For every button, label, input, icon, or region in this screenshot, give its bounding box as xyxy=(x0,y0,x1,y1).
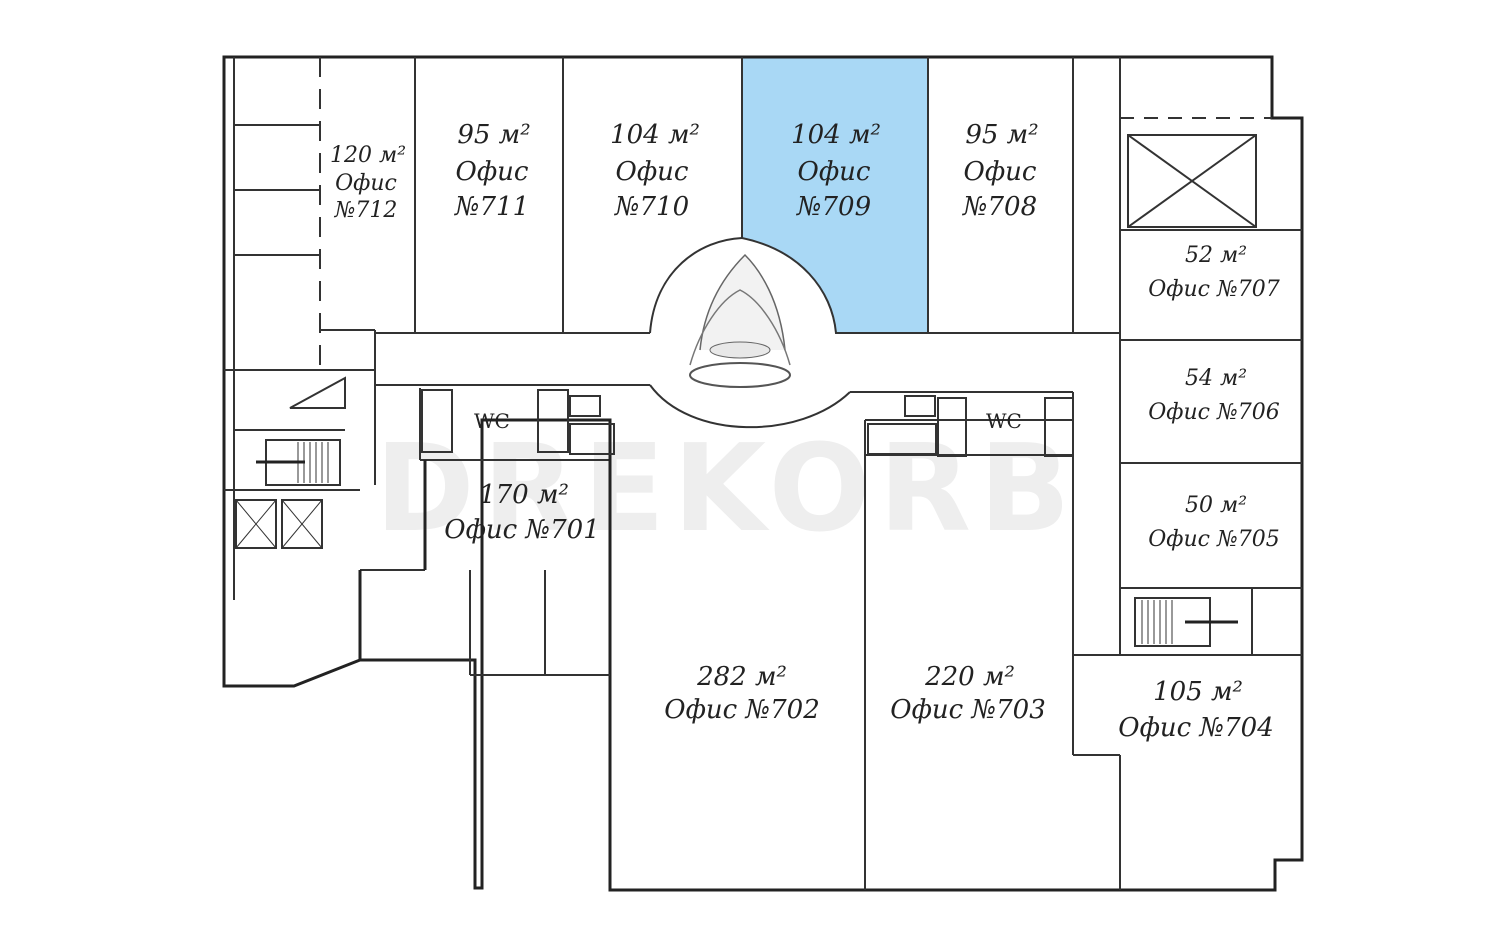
room-706-name: Офис №706 xyxy=(1148,400,1280,425)
left-wing xyxy=(224,57,425,660)
room-710-name: Офис xyxy=(616,157,689,187)
room-701-label[interactable]: 170 м² Офис №701 xyxy=(444,480,599,545)
fountain-icon xyxy=(689,253,791,388)
room-708-label[interactable]: 95 м² Офис №708 xyxy=(962,120,1039,222)
room-709-name: Офис xyxy=(798,157,871,187)
room-705-name: Офис №705 xyxy=(1148,527,1280,552)
room-702-area: 282 м² xyxy=(696,662,787,692)
wc-left-label: WC xyxy=(474,409,510,433)
wc-right-label: WC xyxy=(986,409,1022,433)
room-708-area: 95 м² xyxy=(965,120,1038,150)
room-704-area: 105 м² xyxy=(1153,677,1243,707)
room-712-area: 120 м² xyxy=(330,143,406,168)
room-708-number: №708 xyxy=(962,192,1037,222)
room-704-name: Офис №704 xyxy=(1118,713,1273,743)
room-704-label[interactable]: 105 м² Офис №704 xyxy=(1118,677,1273,743)
room-707-label[interactable]: 52 м² Офис №707 xyxy=(1148,243,1280,302)
right-wing xyxy=(1072,117,1302,890)
top-partitions xyxy=(375,57,1121,429)
room-710-number: №710 xyxy=(614,192,689,222)
room-707-name: Офис №707 xyxy=(1148,277,1280,302)
room-709-fill[interactable] xyxy=(741,56,929,334)
room-711-number: №711 xyxy=(454,192,529,222)
room-710-area: 104 м² xyxy=(610,120,700,150)
room-711-area: 95 м² xyxy=(457,120,530,150)
watermark: DREKORB xyxy=(375,420,1078,559)
room-711-label[interactable]: 95 м² Офис №711 xyxy=(454,120,531,222)
room-708-name: Офис xyxy=(964,157,1037,187)
room-705-area: 50 м² xyxy=(1185,493,1247,518)
room-712-number: №712 xyxy=(334,198,398,223)
room-701-area: 170 м² xyxy=(479,480,569,510)
room-712-label[interactable]: 120 м² Офис №712 xyxy=(330,143,406,223)
room-702-label[interactable]: 282 м² Офис №702 xyxy=(664,662,819,725)
room-703-area: 220 м² xyxy=(924,662,1015,692)
room-703-label[interactable]: 220 м² Офис №703 xyxy=(890,662,1045,725)
room-706-area: 54 м² xyxy=(1185,366,1247,391)
room-709-label[interactable]: 104 м² Офис №709 xyxy=(791,120,881,222)
wc-right: WC xyxy=(867,395,1074,457)
room-706-label[interactable]: 54 м² Офис №706 xyxy=(1148,366,1280,425)
wc-left: WC xyxy=(421,389,615,455)
room-703-name: Офис №703 xyxy=(890,695,1045,725)
room-709-number: №709 xyxy=(796,192,871,222)
room-711-name: Офис xyxy=(456,157,529,187)
room-705-label[interactable]: 50 м² Офис №705 xyxy=(1148,493,1280,552)
room-709-area: 104 м² xyxy=(791,120,881,150)
room-710-label[interactable]: 104 м² Офис №710 xyxy=(610,120,700,222)
room-707-area: 52 м² xyxy=(1185,243,1247,268)
room-701-name: Офис №701 xyxy=(444,515,599,545)
room-702-name: Офис №702 xyxy=(664,695,819,725)
room-712-name: Офис xyxy=(335,171,397,196)
